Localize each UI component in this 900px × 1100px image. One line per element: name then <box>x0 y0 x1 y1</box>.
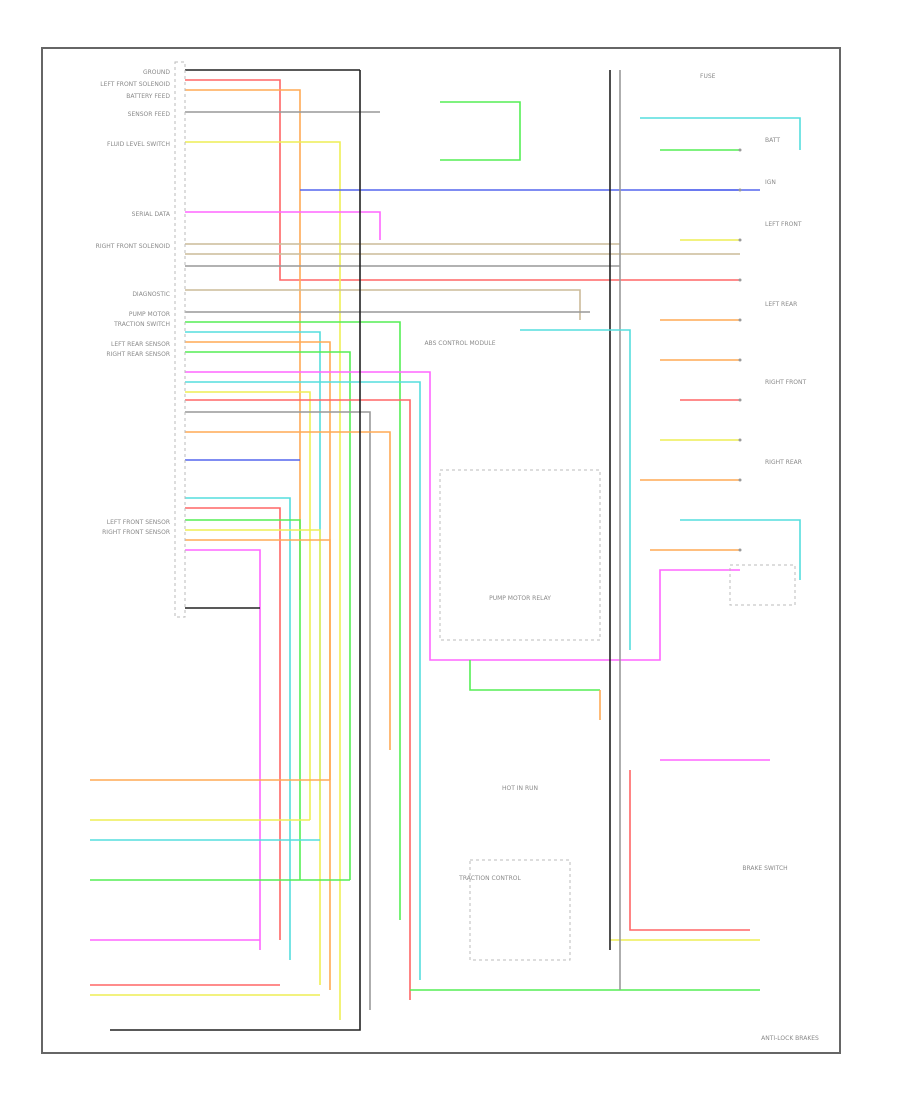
label-lf-solenoid: LEFT FRONT SOLENOID <box>100 81 170 88</box>
abs-module-box <box>439 469 601 641</box>
wire-gray-2 <box>185 411 371 1010</box>
terminal-dot <box>738 238 742 242</box>
wire-right-cyan3 <box>520 329 631 650</box>
terminal-dot <box>738 548 742 552</box>
wire-yellow-2 <box>185 391 311 820</box>
label-ign: IGN <box>765 179 776 186</box>
terminal-dot <box>738 438 742 442</box>
wire-right-green4 <box>469 660 600 691</box>
label-diagnostic: DIAGNOSTIC <box>132 291 170 298</box>
label-lr-sensor: LEFT REAR SENSOR <box>111 341 170 348</box>
label-fuse: FUSE <box>700 73 716 80</box>
left-labels: GROUND LEFT FRONT SOLENOID BATTERY FEED … <box>96 69 171 536</box>
diagram-frame <box>41 47 841 1054</box>
label-left-front: LEFT FRONT <box>765 221 802 228</box>
wire-pink-3 <box>185 549 261 950</box>
wire-fluid-level <box>185 141 341 1020</box>
terminal-dot <box>738 148 742 152</box>
wire-right-cyan <box>640 117 801 150</box>
label-serial-data: SERIAL DATA <box>132 211 171 218</box>
label-lf-sensor: LEFT FRONT SENSOR <box>107 519 170 526</box>
label-traction-switch: TRACTION SWITCH <box>113 321 170 328</box>
wire-green-3 <box>185 519 301 880</box>
label-rr-sensor: RIGHT REAR SENSOR <box>106 351 170 358</box>
wire-right-cyan2 <box>680 519 801 580</box>
wire-runs <box>90 69 801 1031</box>
wire-orange-1 <box>185 341 331 780</box>
label-right-rear: RIGHT REAR <box>765 459 802 466</box>
wire-red-2 <box>185 399 411 1000</box>
label-brake-switch: BRAKE SWITCH <box>742 865 787 872</box>
center-labels: ABS CONTROL MODULE TRACTION CONTROL HOT … <box>424 340 787 882</box>
label-left-rear: LEFT REAR <box>765 301 797 308</box>
wire-orange-3 <box>185 539 331 990</box>
label-abs-module: ABS CONTROL MODULE <box>424 340 495 347</box>
wire-right-red2 <box>629 770 750 931</box>
component-outlines <box>174 61 796 961</box>
wire-red-3 <box>185 507 281 940</box>
wire-pump-tan <box>185 289 581 320</box>
wire-orange-2 <box>185 431 391 750</box>
relay-box <box>729 564 796 606</box>
wire-ground-down <box>110 70 361 1031</box>
page-note: ANTI-LOCK BRAKES <box>761 1035 819 1042</box>
wire-cyan-2 <box>185 381 421 980</box>
label-right-front: RIGHT FRONT <box>765 379 807 386</box>
terminal-dot <box>738 188 742 192</box>
wire-battery <box>185 89 301 600</box>
traction-box <box>469 859 571 961</box>
terminal-dot <box>738 358 742 362</box>
label-rf-sensor: RIGHT FRONT SENSOR <box>102 529 170 536</box>
wire-green-2 <box>185 351 351 880</box>
terminal-markers <box>738 148 742 552</box>
right-labels: FUSE BATT IGN LEFT FRONT LEFT REAR RIGHT… <box>700 73 807 466</box>
wire-yellow-3 <box>185 529 321 985</box>
label-traction-control: TRACTION CONTROL <box>458 875 521 882</box>
left-connector <box>174 61 186 618</box>
terminal-dot <box>738 398 742 402</box>
wire-switch-green <box>440 101 521 161</box>
wire-lf-solenoid <box>185 79 740 281</box>
label-battery: BATTERY FEED <box>126 93 170 100</box>
label-ground: GROUND <box>143 69 170 76</box>
terminal-dot <box>738 278 742 282</box>
label-rf-solenoid: RIGHT FRONT SOLENOID <box>96 243 171 250</box>
label-hot-in-run: HOT IN RUN <box>502 785 538 792</box>
terminal-dot <box>738 318 742 322</box>
label-fluid-level: FLUID LEVEL SWITCH <box>107 141 170 148</box>
wire-traction-green <box>185 321 401 920</box>
terminal-dot <box>738 478 742 482</box>
label-pump-relay: PUMP MOTOR RELAY <box>489 595 551 602</box>
label-batt: BATT <box>765 137 780 144</box>
label-pump-motor: PUMP MOTOR <box>129 311 170 318</box>
wire-cyan-3 <box>185 497 291 960</box>
wire-pink-1 <box>185 371 740 661</box>
label-sensor-feed: SENSOR FEED <box>128 111 171 118</box>
wire-rf-solenoid <box>185 211 381 240</box>
